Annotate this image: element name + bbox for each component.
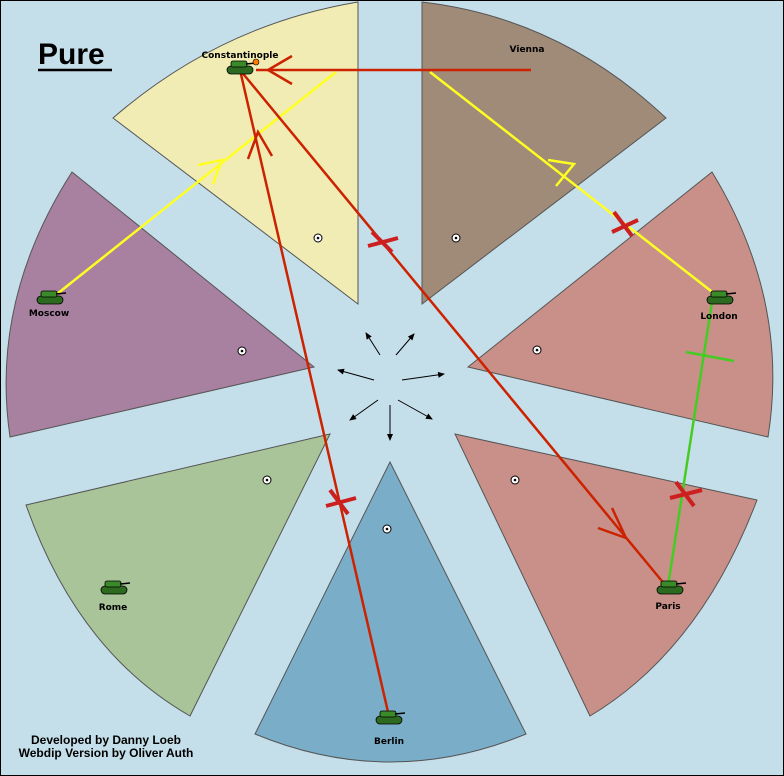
- territories: [5, 1, 774, 763]
- failed-mark-icon: [367, 230, 399, 254]
- army-tank-icon[interactable]: [656, 580, 687, 595]
- label-vienna: Vienna: [510, 45, 545, 55]
- label-london: London: [700, 312, 737, 322]
- failed-mark-icon: [325, 488, 357, 516]
- order-moscow-support: [51, 71, 337, 299]
- army-tank-icon[interactable]: [375, 710, 406, 725]
- army-tank-icon[interactable]: [100, 580, 131, 595]
- territory-berlin[interactable]: [254, 460, 527, 763]
- credits: Developed by Danny Loeb Webdip Version b…: [19, 733, 194, 760]
- supply-center-vienna-icon: [451, 233, 461, 243]
- unit-marker-icon: [252, 58, 260, 66]
- label-constantinople: Constantinople: [202, 51, 279, 61]
- page-title: Pure: [38, 38, 105, 71]
- territory-rome[interactable]: [25, 433, 331, 717]
- credit-webdip: Webdip Version by Oliver Auth: [19, 746, 194, 760]
- order-constantinople-move: [239, 69, 667, 587]
- supply-centers: [237, 233, 542, 534]
- territory-vienna[interactable]: [421, 1, 667, 306]
- label-rome: Rome: [99, 603, 128, 613]
- territory-labels: Constantinople Vienna London Paris Berli…: [29, 45, 738, 747]
- territory-london[interactable]: [466, 171, 774, 438]
- order-london-support-vienna: [429, 71, 721, 299]
- supply-center-moscow-icon: [237, 346, 247, 356]
- orders: [51, 54, 735, 713]
- credit-developer: Developed by Danny Loeb: [31, 733, 181, 747]
- label-paris: Paris: [655, 602, 680, 612]
- army-tank-icon[interactable]: [706, 290, 737, 305]
- army-tank-icon[interactable]: [36, 290, 67, 305]
- order-berlin-move: [238, 69, 390, 713]
- failed-mark-icon: [669, 480, 703, 508]
- center-compass-icon: [337, 332, 445, 441]
- map-title: Pure: [38, 38, 112, 72]
- order-vienna-move: [256, 54, 531, 86]
- failed-mark-icon: [611, 210, 639, 238]
- supply-center-london-icon: [532, 345, 542, 355]
- supply-center-constantinople-icon: [313, 233, 323, 243]
- label-berlin: Berlin: [374, 737, 404, 747]
- failed-order-markers: [325, 210, 703, 516]
- supply-center-rome-icon: [262, 475, 272, 485]
- army-tank-icon[interactable]: [226, 60, 257, 75]
- label-moscow: Moscow: [29, 309, 69, 319]
- territory-moscow[interactable]: [5, 171, 316, 438]
- units: [36, 58, 737, 725]
- territory-paris[interactable]: [454, 433, 758, 717]
- order-london-support-paris: [666, 301, 735, 587]
- supply-center-berlin-icon: [382, 524, 392, 534]
- supply-center-paris-icon: [510, 475, 520, 485]
